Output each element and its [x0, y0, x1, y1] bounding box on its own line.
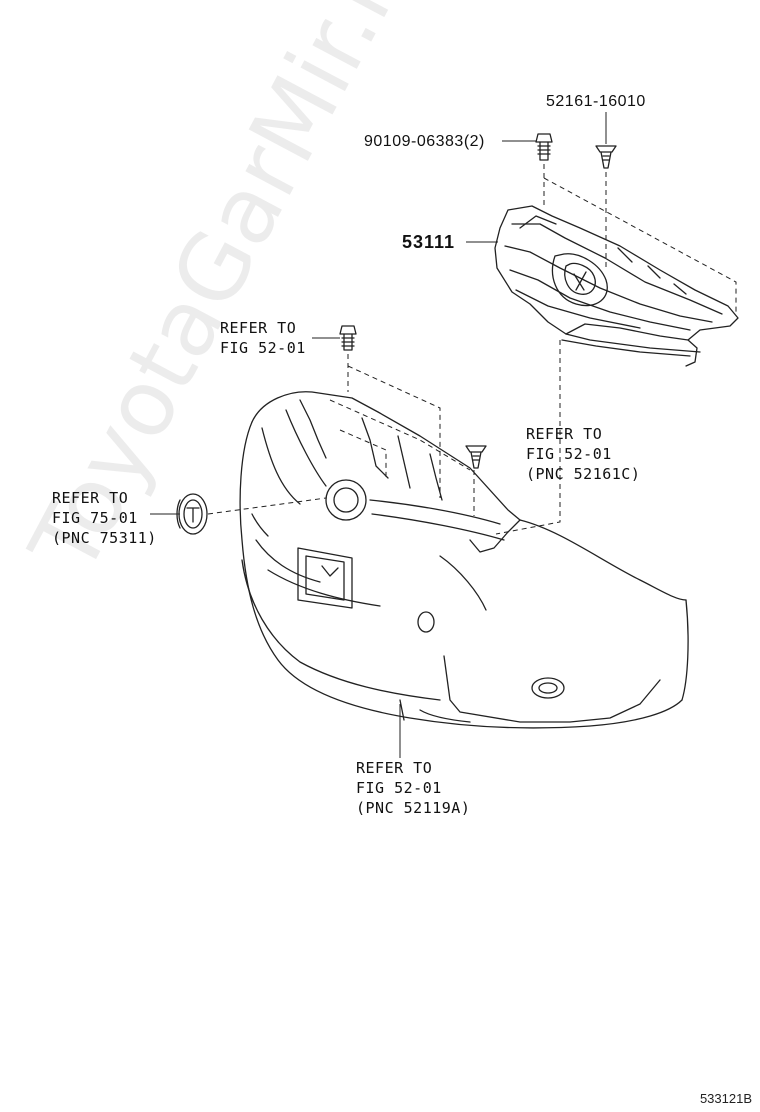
figure-code: 533121B [699, 1091, 752, 1106]
refer-right-line-2: FIG 52-01 [526, 445, 612, 463]
refer-right-line-1: REFER TO [526, 425, 603, 443]
refer-emblem-line-2: FIG 75-01 [52, 509, 138, 527]
refer-bumper-line-2: FIG 52-01 [356, 779, 442, 797]
bolt-part-number: 90109-06383(2) [364, 133, 485, 150]
refer-bumper-line-3: (PNC 52119A) [356, 799, 471, 817]
dash-upper-diag-2 [329, 399, 471, 471]
dash-grille-to-bumper [495, 340, 561, 535]
dash-upper-diag [347, 365, 441, 498]
clip-fastener-right [465, 445, 487, 469]
front-bumper-part [239, 391, 689, 729]
grille-part-number: 53111 [402, 232, 456, 252]
dash-upper-diag-3 [339, 429, 387, 480]
refer-upper-line-2: FIG 52-01 [220, 339, 306, 357]
emblem-part [176, 493, 208, 535]
bolt-fastener-upper-left [339, 325, 357, 351]
upper-grille-part [494, 205, 739, 367]
refer-right-line-3: (PNC 52161C) [526, 465, 641, 483]
clip-part-number: 52161-16010 [546, 93, 646, 110]
dash-bolt-right [543, 177, 737, 316]
bolt-fastener [535, 133, 553, 161]
refer-emblem-line-3: (PNC 75311) [52, 529, 157, 547]
refer-upper-line-1: REFER TO [220, 319, 297, 337]
refer-emblem-line-1: REFER TO [52, 489, 129, 507]
clip-fastener-top [595, 145, 617, 169]
refer-bumper-line-1: REFER TO [356, 759, 433, 777]
dash-emblem [207, 497, 327, 515]
